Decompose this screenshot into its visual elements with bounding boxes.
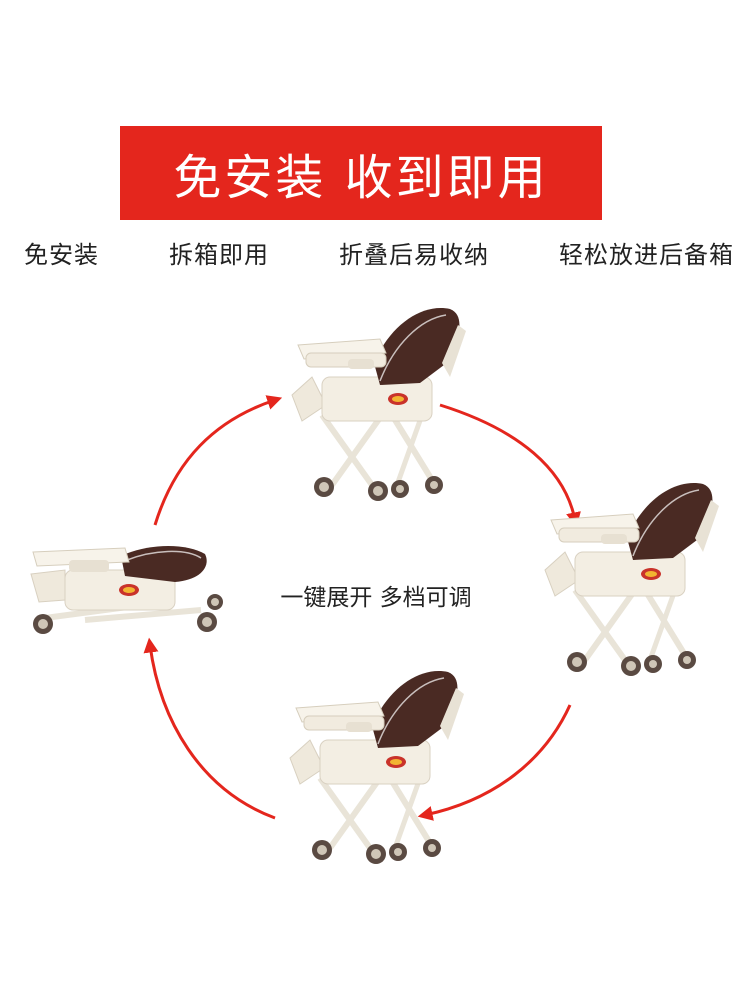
feature-item: 折叠后易收纳 xyxy=(339,240,489,269)
headline-banner: 免安装 收到即用 xyxy=(120,126,602,220)
high-chair-image xyxy=(31,546,223,634)
high-chair-image xyxy=(292,308,466,501)
high-chair-image xyxy=(545,483,719,676)
feature-item: 免安装 xyxy=(24,240,99,269)
feature-item: 拆箱即用 xyxy=(169,240,269,269)
cycle-arrow xyxy=(153,395,283,526)
feature-list: 免安装 拆箱即用 折叠后易收纳 轻松放进后备箱 xyxy=(24,232,734,272)
cycle-arrow xyxy=(439,403,581,528)
center-caption: 一键展开 多档可调 xyxy=(280,585,472,611)
cycle-arrow xyxy=(417,704,572,821)
banner-title: 免安装 收到即用 xyxy=(173,150,549,206)
cycle-arrow xyxy=(143,637,276,820)
feature-item: 轻松放进后备箱 xyxy=(559,240,734,269)
high-chair-image xyxy=(290,671,464,864)
